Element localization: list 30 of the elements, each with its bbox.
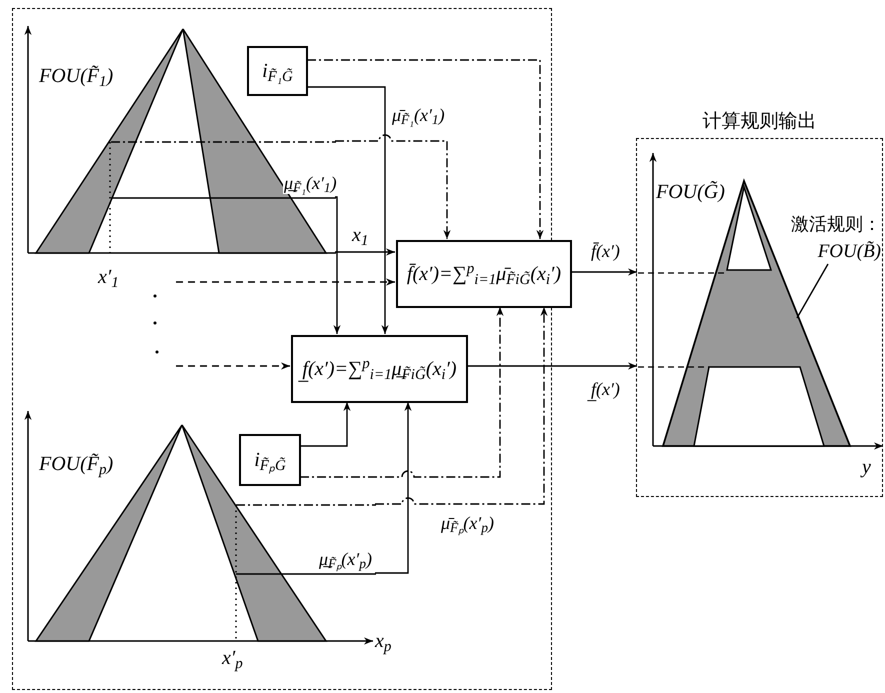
arrow	[300, 307, 504, 478]
arrow	[176, 278, 395, 286]
arrow	[176, 362, 290, 370]
arrow	[375, 307, 548, 505]
plot-label: FOU(F̃$_{p}$)	[39, 452, 114, 479]
arrow	[307, 86, 389, 334]
plot-label: FOU(G̃)	[656, 180, 725, 205]
arrow	[300, 402, 351, 447]
arrow	[571, 268, 637, 276]
arrow	[335, 134, 451, 239]
formula-box: i$_{F̃ₚG̃}$	[239, 434, 301, 486]
math-label: x′$_{1}$	[98, 265, 119, 292]
arrow	[375, 402, 412, 574]
formula-box: f̄(x′)=∑$^{p}$$_{i=1}$μ̄$_{F̃iG̃}$(x$_{i}$′)	[396, 240, 572, 308]
annotation-text: 激活规则：	[791, 213, 881, 237]
math-label: x′$_{p}$	[222, 646, 243, 673]
formula-box: f̲(x′)=∑$^{p}$$_{i=1}$μ̲$_{F̃iG̃}$(x$_{i}$′)	[291, 335, 468, 403]
math-label: y	[862, 455, 871, 480]
panel-heading: 计算规则输出	[702, 109, 818, 134]
arrow	[335, 248, 395, 256]
formula-box: i$_{F̃₁G̃}$	[247, 46, 308, 96]
math-label: FOU(B̃)	[818, 240, 881, 264]
edge-label: f̄(x′)	[590, 240, 621, 262]
math-label: x$_{p}$	[375, 629, 392, 656]
plot-label: FOU(F̃$_{1}$)	[39, 64, 114, 91]
leader-line	[796, 264, 829, 318]
arrow	[333, 196, 341, 334]
math-label: x$_{1}$	[352, 223, 368, 250]
arrow	[467, 362, 637, 370]
arrow	[307, 59, 544, 239]
